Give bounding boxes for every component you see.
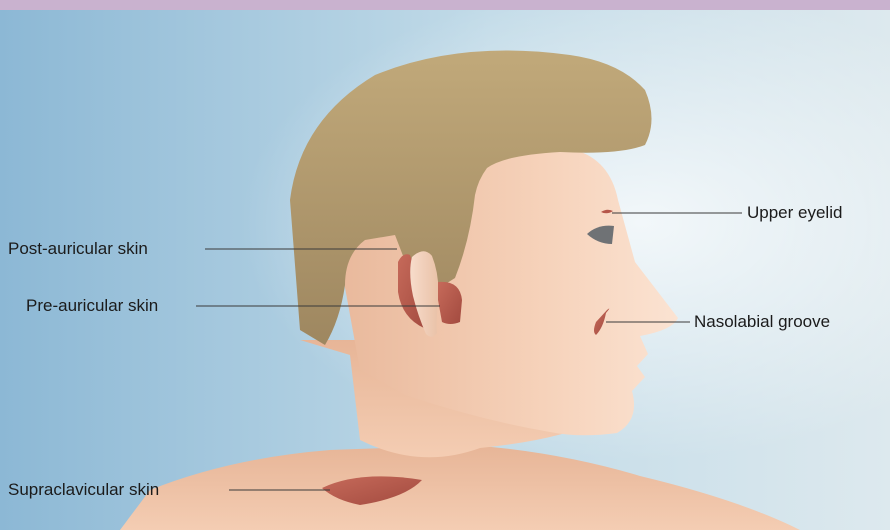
label-post-auricular: Post-auricular skin bbox=[8, 239, 148, 259]
label-nasolabial: Nasolabial groove bbox=[694, 312, 830, 332]
label-pre-auricular: Pre-auricular skin bbox=[26, 296, 158, 316]
label-supraclavicular: Supraclavicular skin bbox=[8, 480, 159, 500]
label-upper-eyelid: Upper eyelid bbox=[747, 203, 842, 223]
top-bar bbox=[0, 0, 890, 10]
